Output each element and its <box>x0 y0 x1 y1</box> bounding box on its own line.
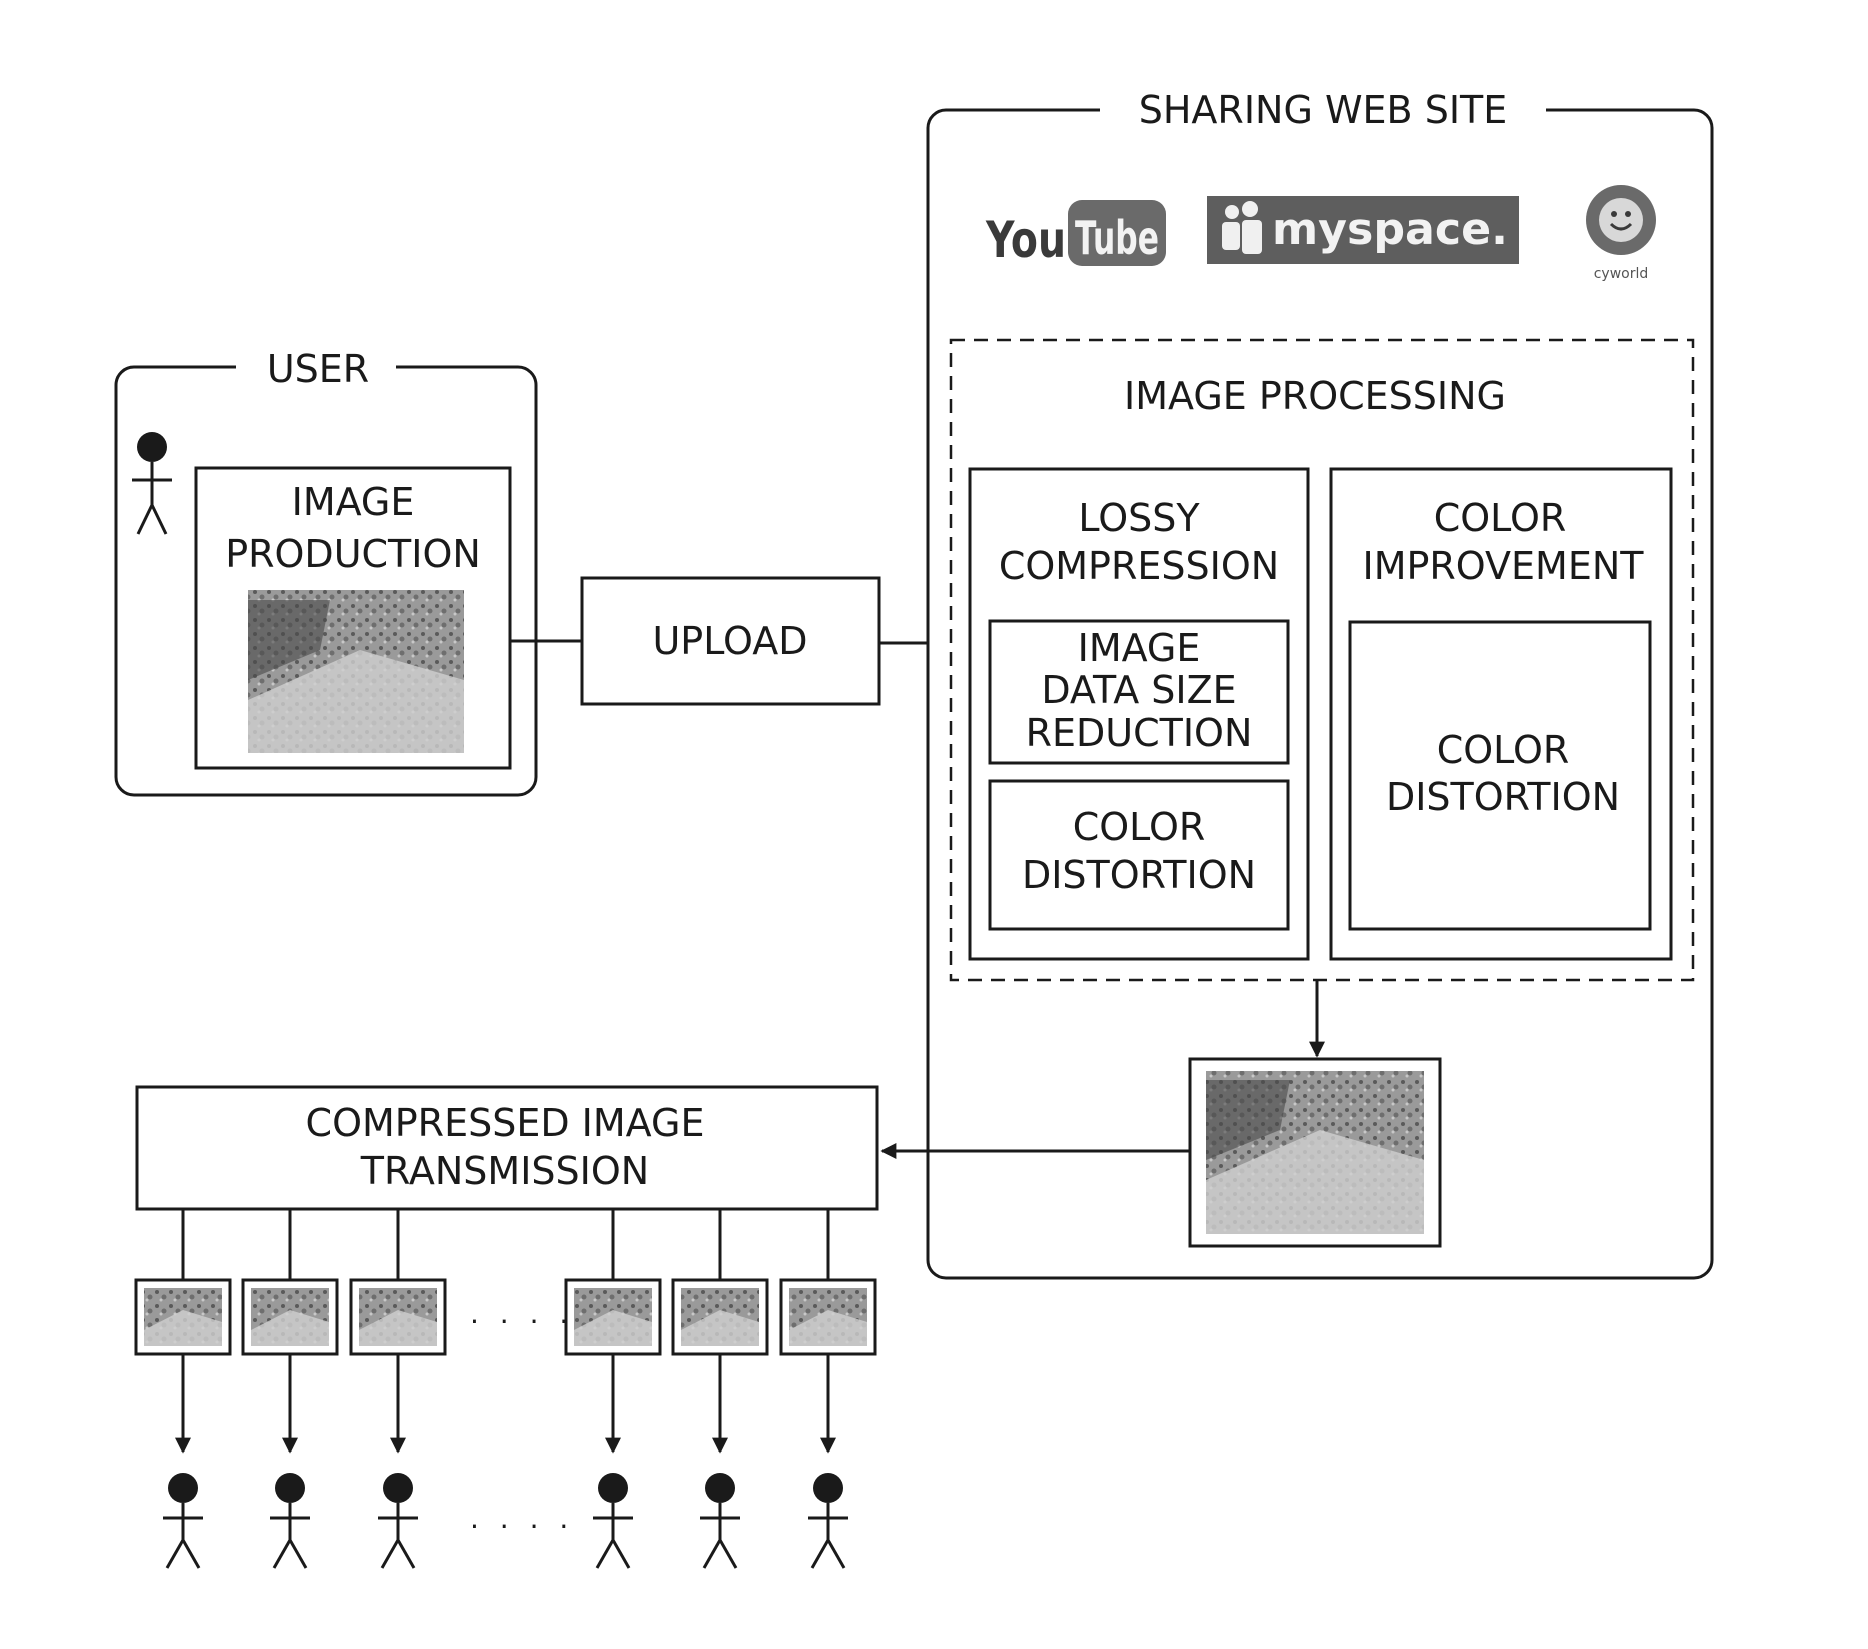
recipient-branch-3 <box>351 1209 445 1568</box>
thumbnail-image-1 <box>144 1288 222 1346</box>
cyworld-logo-text: cyworld <box>1594 266 1649 282</box>
transmission-label-line1: COMPRESSED IMAGE <box>306 1101 705 1145</box>
sharing-site-title: SHARING WEB SITE <box>1139 88 1508 132</box>
thumbnail-image-2 <box>251 1288 329 1346</box>
source-photo-image <box>248 590 464 753</box>
youtube-logo-you: You <box>985 211 1066 269</box>
recipient-ellipsis: . . . . <box>470 1502 574 1535</box>
lossy-compression-title-line2: COMPRESSION <box>999 544 1279 588</box>
cyworld-logo: cyworld <box>1586 185 1656 282</box>
user-group: USER IMAGE PRODUCTION <box>116 345 536 795</box>
recipient-person-icon-2 <box>270 1473 310 1568</box>
recipient-person-icon-6 <box>808 1473 848 1568</box>
processed-photo-image <box>1206 1071 1424 1234</box>
recipient-branch-2 <box>243 1209 337 1568</box>
lossy-color-distortion-line2: DISTORTION <box>1022 853 1256 897</box>
image-processing-title: IMAGE PROCESSING <box>1124 374 1506 418</box>
thumbnail-image-3 <box>359 1288 437 1346</box>
improvement-color-distortion-line2: DISTORTION <box>1386 775 1620 819</box>
user-title: USER <box>267 347 369 391</box>
youtube-logo-tube: Tube <box>1075 211 1159 265</box>
color-improvement-title-line2: IMPROVEMENT <box>1363 544 1645 588</box>
data-size-reduction-line1: IMAGE <box>1078 626 1201 670</box>
recipient-person-icon-3 <box>378 1473 418 1568</box>
upload-label: UPLOAD <box>652 619 807 663</box>
thumbnail-image-4 <box>574 1288 652 1346</box>
thumbnail-image-6 <box>789 1288 867 1346</box>
youtube-logo: You Tube <box>985 200 1166 269</box>
lossy-compression-title-line1: LOSSY <box>1078 496 1200 540</box>
image-production-label-line2: PRODUCTION <box>225 532 481 576</box>
transmission-label-line2: TRANSMISSION <box>360 1149 649 1193</box>
recipient-branch-4 <box>566 1209 660 1568</box>
thumbnail-image-5 <box>681 1288 759 1346</box>
myspace-logo: myspace. <box>1207 196 1519 264</box>
data-size-reduction-line3: REDUCTION <box>1026 711 1253 755</box>
recipient-branch-1 <box>136 1209 230 1568</box>
recipient-person-icon-5 <box>700 1473 740 1568</box>
image-production-label-line1: IMAGE <box>292 480 415 524</box>
recipient-branch-6 <box>781 1209 875 1568</box>
thumbnail-ellipsis: . . . . <box>470 1297 574 1330</box>
improvement-color-distortion-line1: COLOR <box>1437 728 1570 772</box>
recipient-branch-5 <box>673 1209 767 1568</box>
myspace-logo-text: myspace. <box>1272 204 1508 255</box>
color-improvement-title-line1: COLOR <box>1434 496 1567 540</box>
recipient-person-icon-1 <box>163 1473 203 1568</box>
sharing-site-group: SHARING WEB SITE You Tube myspace. <box>928 88 1712 1278</box>
recipient-person-icon-4 <box>593 1473 633 1568</box>
data-size-reduction-line2: DATA SIZE <box>1041 668 1236 712</box>
lossy-color-distortion-line1: COLOR <box>1073 805 1206 849</box>
